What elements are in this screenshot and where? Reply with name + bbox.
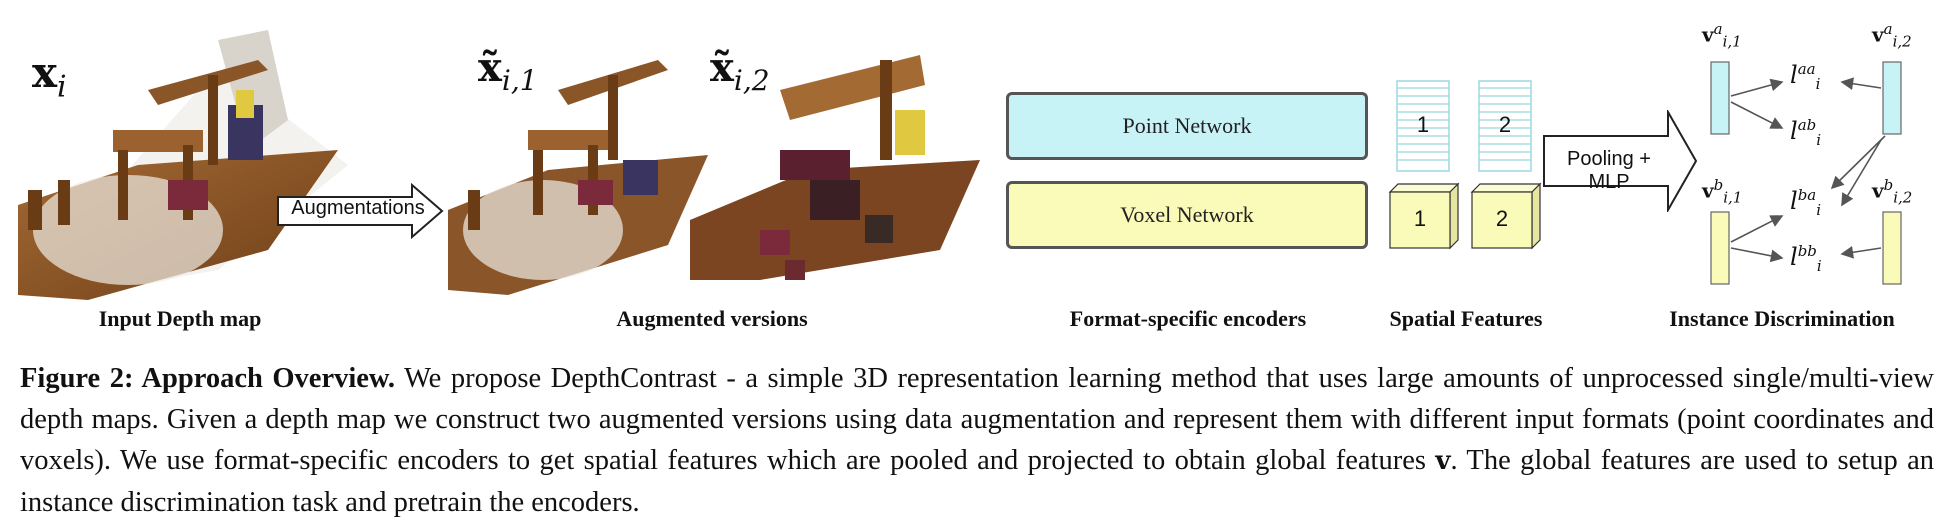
loss-aa-label: laai bbox=[1790, 60, 1821, 93]
pooling-mlp-arrow bbox=[1543, 110, 1698, 212]
voxel-network-box: Voxel Network bbox=[1006, 181, 1368, 249]
section-label-input: Input Depth map bbox=[98, 306, 262, 331]
augmented-view-1-image bbox=[448, 60, 708, 295]
point-feature-2-label: 2 bbox=[1498, 112, 1512, 137]
loss-ba-label: lbai bbox=[1790, 186, 1822, 219]
point-network-box: Point Network bbox=[1006, 92, 1368, 160]
augmentations-arrow bbox=[277, 183, 444, 239]
augmented-symbol-1: x̃i,1 bbox=[478, 44, 538, 97]
figure-caption: Figure 2: Approach Overview. We propose … bbox=[20, 358, 1934, 523]
voxel-feature-1-label: 1 bbox=[1413, 206, 1427, 231]
caption-symbol-v: v bbox=[1435, 446, 1451, 476]
voxel-feature-2-label: 2 bbox=[1495, 206, 1509, 231]
caption-text-2: . The global features are used to setup … bbox=[20, 445, 1934, 518]
vector-b1-label: vbi,1 bbox=[1702, 176, 1743, 207]
augmentations-label: Augmentations bbox=[291, 197, 425, 219]
point-feature-1-label: 1 bbox=[1416, 112, 1430, 137]
voxel-feature-1 bbox=[1388, 182, 1460, 250]
section-label-spatial: Spatial Features bbox=[1389, 306, 1543, 331]
point-feature-2 bbox=[1478, 80, 1532, 172]
augmented-view-2-image bbox=[690, 55, 980, 280]
figure-label: Figure 2: Approach Overview. bbox=[20, 363, 396, 394]
voxel-feature-2 bbox=[1470, 182, 1542, 250]
section-label-instance: Instance Discrimination bbox=[1669, 306, 1895, 331]
vector-b2-label: vbi,2 bbox=[1872, 176, 1913, 207]
vector-a2-label: vai,2 bbox=[1872, 20, 1912, 51]
vector-a1-label: vai,1 bbox=[1702, 20, 1742, 51]
caption-text-1: We propose DepthContrast - a simple 3D r… bbox=[20, 363, 1934, 476]
loss-bb-label: lbbi bbox=[1790, 242, 1822, 275]
pooling-mlp-label: Pooling + MLP bbox=[1567, 148, 1651, 193]
input-depth-map-image bbox=[18, 30, 348, 300]
section-label-augmented: Augmented versions bbox=[616, 306, 808, 331]
input-symbol: xi bbox=[32, 48, 67, 105]
augmented-symbol-2: x̃i,2 bbox=[710, 44, 770, 97]
voxel-network-label: Voxel Network bbox=[1120, 202, 1254, 227]
section-label-encoders: Format-specific encoders bbox=[1069, 306, 1307, 331]
loss-ab-label: labi bbox=[1790, 116, 1822, 149]
instance-discrimination-diagram bbox=[1710, 61, 1902, 285]
point-feature-1 bbox=[1396, 80, 1450, 172]
point-network-label: Point Network bbox=[1122, 113, 1252, 138]
